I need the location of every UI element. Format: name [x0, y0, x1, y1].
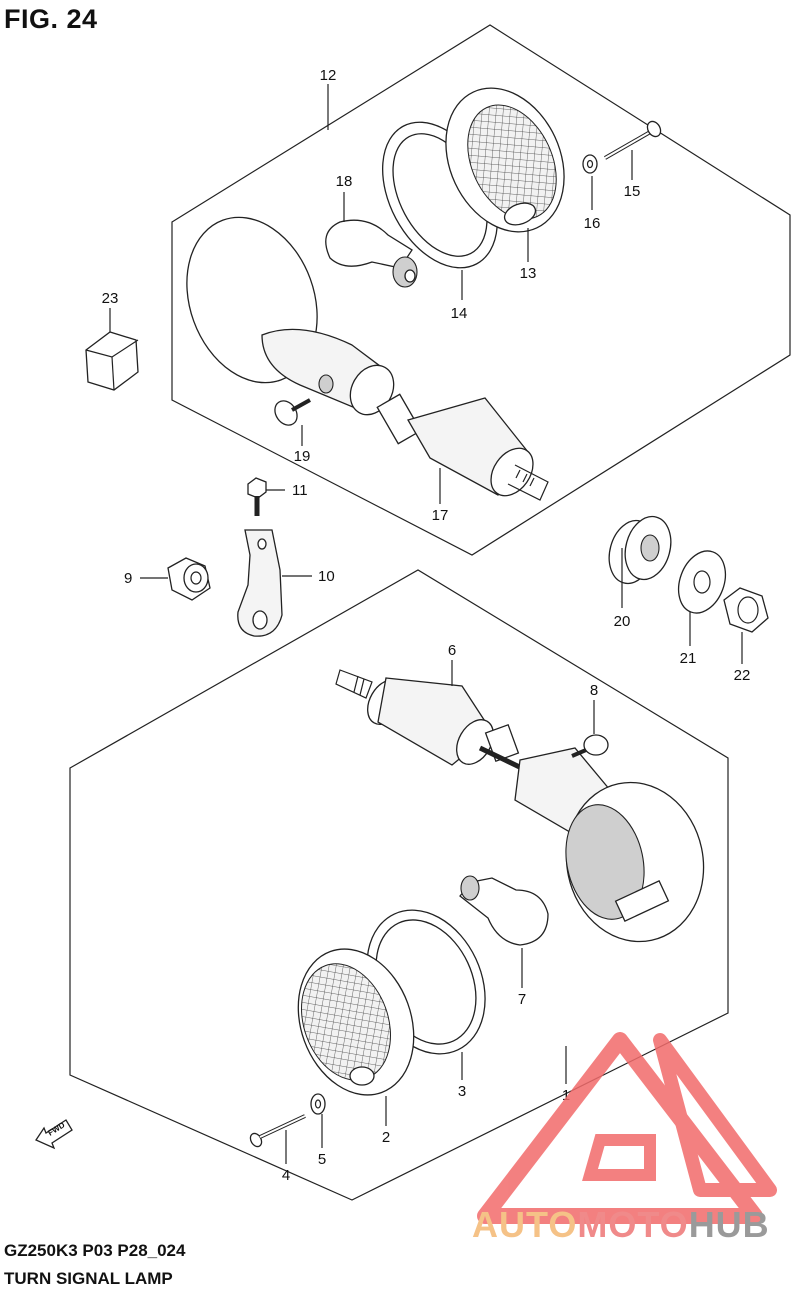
- part-8-screw: [571, 734, 609, 758]
- callout-22: 22: [734, 667, 751, 684]
- callout-17: 17: [432, 507, 449, 524]
- callout-18: 18: [336, 173, 353, 190]
- logo-part-moto: MOTO: [577, 1204, 689, 1245]
- callout-16: 16: [584, 215, 601, 232]
- callout-20: 20: [614, 613, 631, 630]
- part-18-bulb: [325, 219, 418, 288]
- leader-lines: [109, 84, 743, 1164]
- part-13-lens: [445, 87, 565, 233]
- fwd-arrow-icon: FWD: [35, 1119, 73, 1150]
- callout-5: 5: [318, 1151, 326, 1168]
- part-22-nut: [723, 587, 769, 633]
- part-16-washer: [582, 154, 598, 174]
- logo-part-auto: AUTO: [472, 1204, 578, 1245]
- part-23-cap: [85, 331, 139, 391]
- part-19-screw: [274, 398, 311, 426]
- callout-1: 1: [562, 1087, 570, 1104]
- automotohub-logo-icon: [477, 1032, 777, 1224]
- callout-12: 12: [320, 67, 337, 84]
- part-10-bracket: [237, 529, 283, 637]
- upper-assembly-outline: [171, 24, 791, 556]
- part-15-screw: [604, 120, 662, 160]
- lower-assembly-outline: [69, 569, 729, 1201]
- callout-4: 4: [282, 1167, 290, 1184]
- callout-15: 15: [624, 183, 641, 200]
- part-4-screw: [249, 1114, 306, 1148]
- callout-21: 21: [680, 650, 697, 667]
- callout-numbers: 12 13 14 15 16 17 18 19 23 11 9 10 20 21…: [102, 67, 751, 1184]
- part-5-washer: [310, 1093, 326, 1115]
- part-21-washer: [677, 550, 727, 614]
- figure-title: FIG. 24: [4, 4, 98, 34]
- callout-10: 10: [318, 568, 335, 585]
- callout-14: 14: [451, 305, 468, 322]
- automotohub-logo: AUTOMOTOHUB: [472, 1204, 770, 1246]
- figure-name: TURN SIGNAL LAMP: [4, 1269, 173, 1288]
- part-2-lens: [297, 948, 415, 1096]
- callout-9: 9: [124, 570, 132, 587]
- part-17-housing: [186, 216, 549, 501]
- callout-13: 13: [520, 265, 537, 282]
- callout-8: 8: [590, 682, 598, 699]
- part-20-grommet: [608, 515, 672, 585]
- callout-2: 2: [382, 1129, 390, 1146]
- callout-11: 11: [292, 482, 308, 499]
- callout-23: 23: [102, 290, 119, 307]
- part-9-nut: [167, 557, 211, 601]
- part-6-housing: [335, 669, 705, 943]
- callout-3: 3: [458, 1083, 466, 1100]
- callout-6: 6: [448, 642, 456, 659]
- callout-7: 7: [518, 991, 526, 1008]
- callout-19: 19: [294, 448, 311, 465]
- logo-part-hub: HUB: [688, 1204, 770, 1245]
- figure-code: GZ250K3 P03 P28_024: [4, 1241, 186, 1260]
- part-7-bulb: [459, 875, 549, 946]
- part-11-bolt: [247, 477, 267, 516]
